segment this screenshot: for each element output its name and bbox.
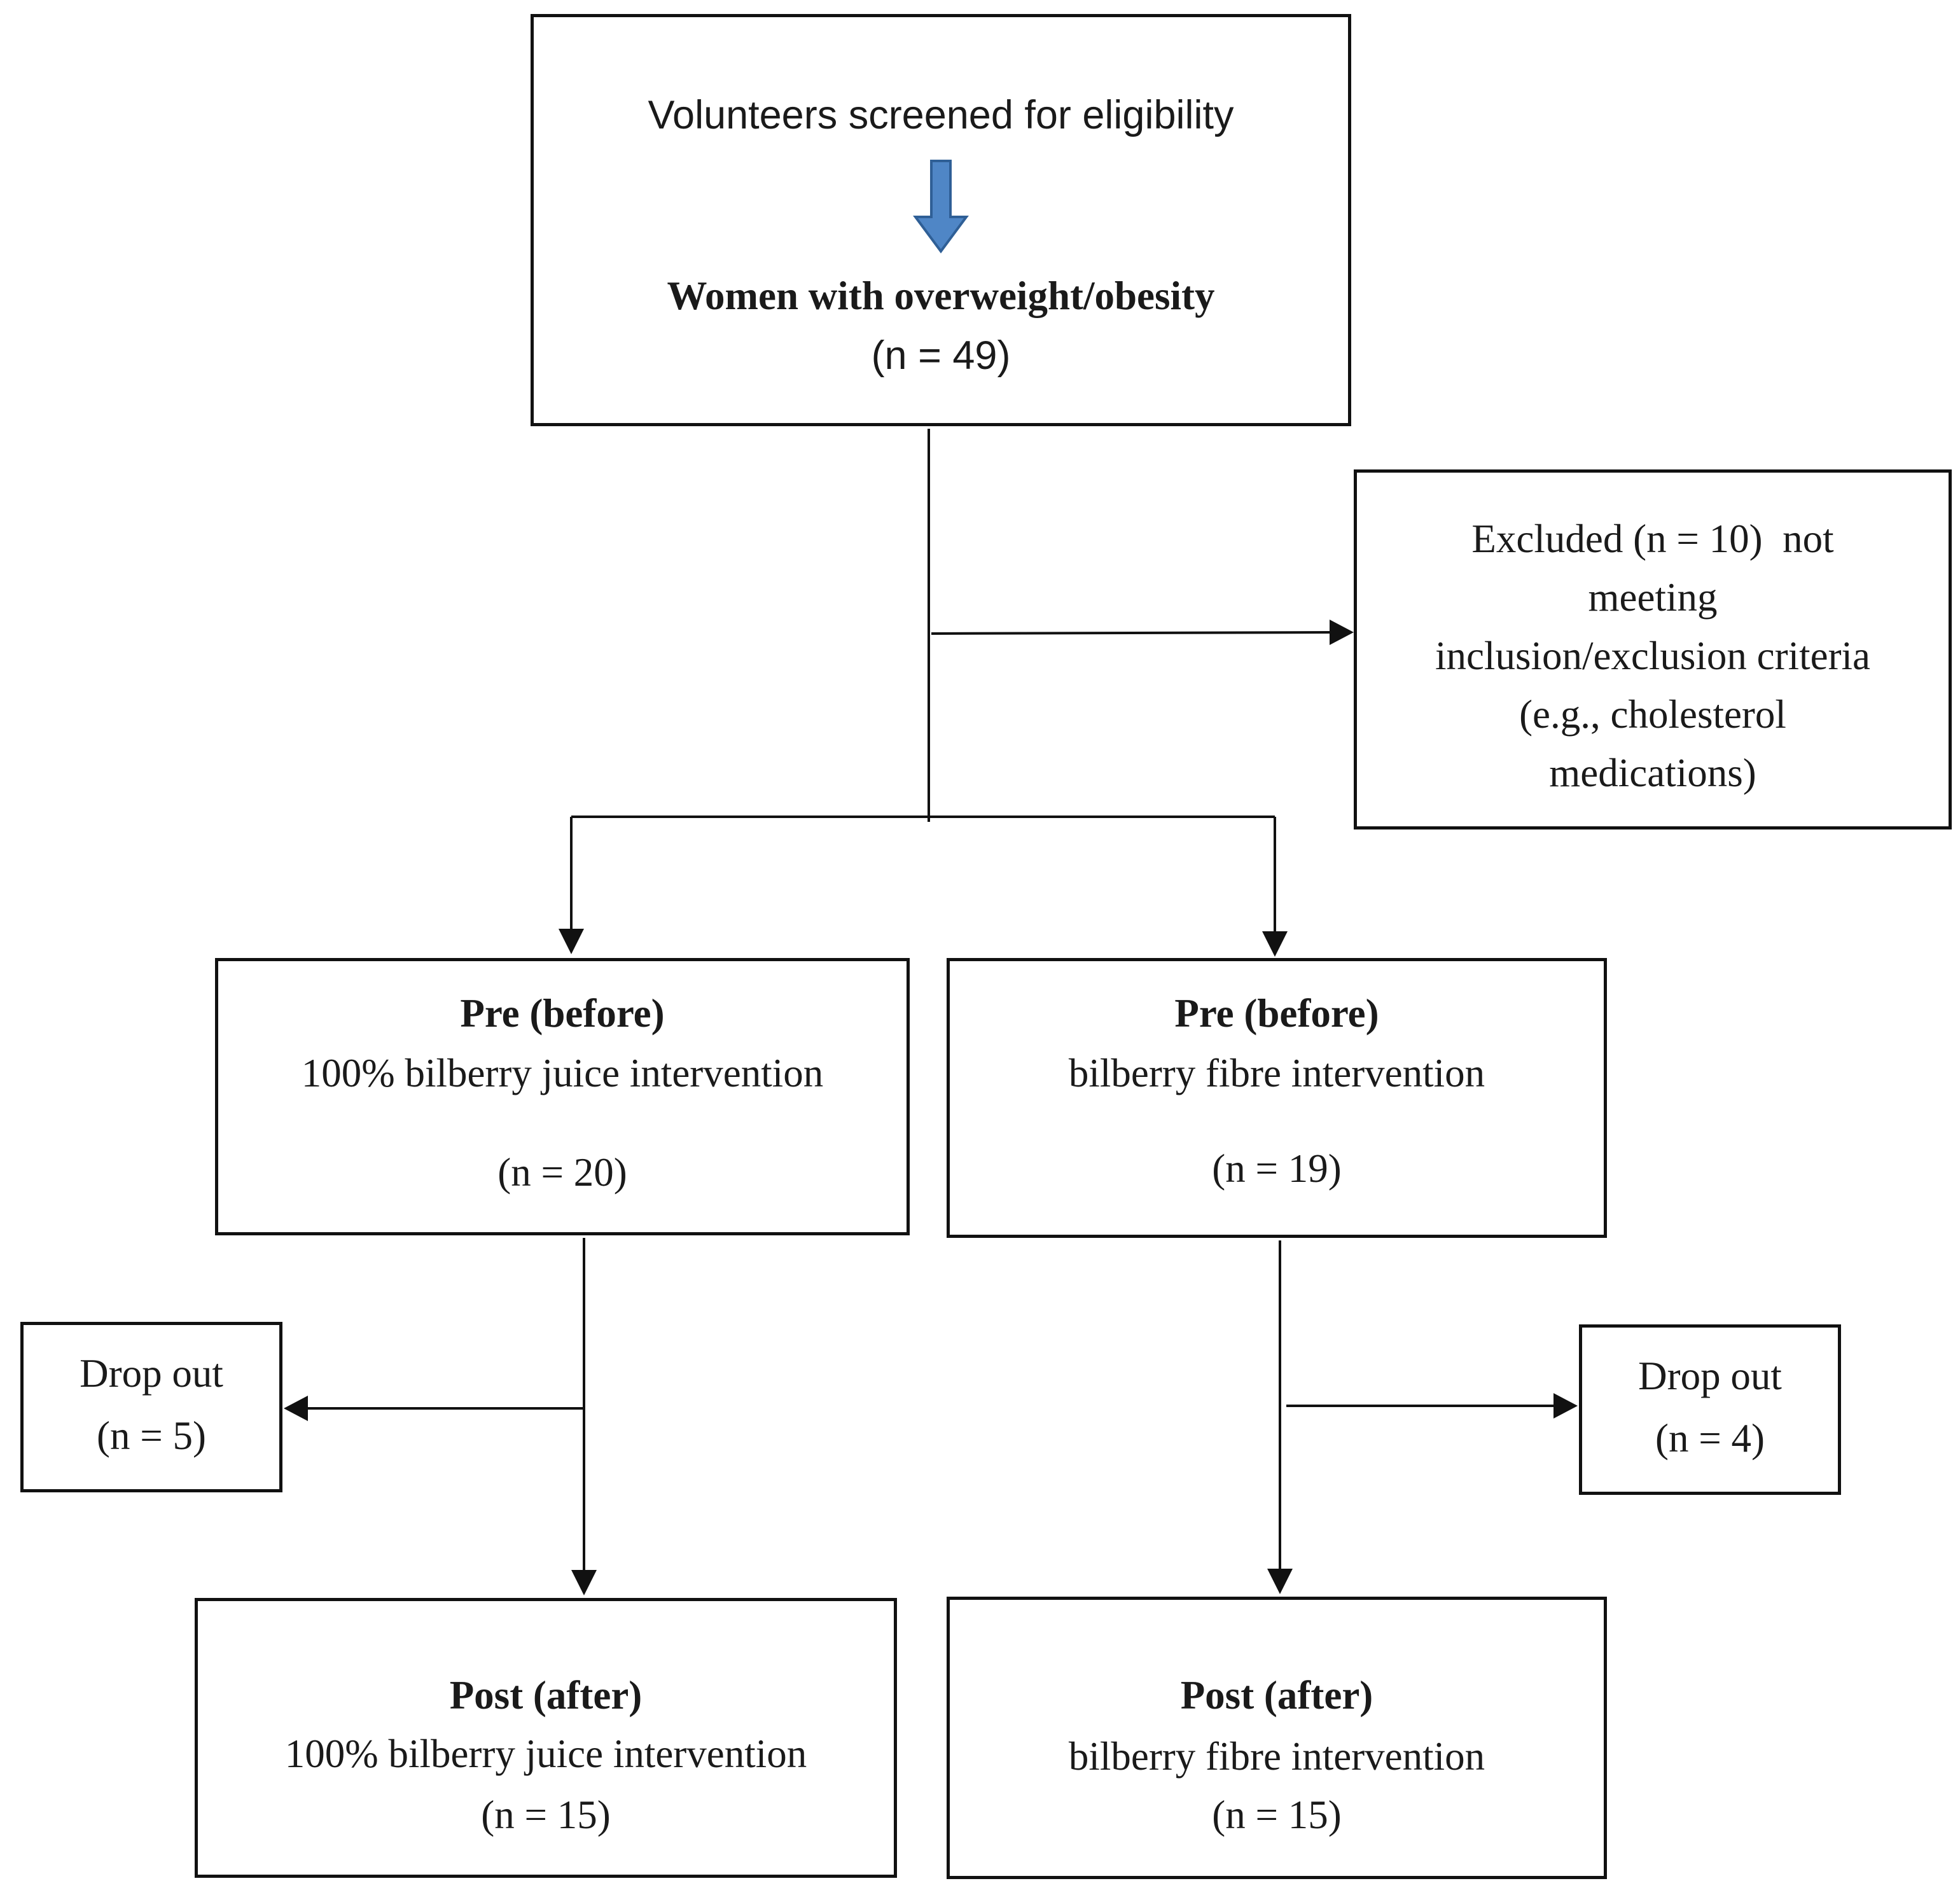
- pre-juice-subtitle: 100% bilberry juice intervention: [301, 1051, 824, 1095]
- dropout-fibre-title: Drop out: [1638, 1354, 1782, 1398]
- post-fibre-subtitle: bilberry fibre intervention: [1068, 1734, 1485, 1779]
- pre-fibre-subtitle: bilberry fibre intervention: [1068, 1051, 1485, 1095]
- pre-fibre-count: (n = 19): [1212, 1146, 1342, 1191]
- pre-juice-count: (n = 20): [497, 1150, 627, 1195]
- pre-juice-box: Pre (before) 100% bilberry juice interve…: [215, 958, 910, 1235]
- juice-dropout-arrowhead-icon: [284, 1396, 308, 1421]
- excluded-box: Excluded (n = 10) not meeting inclusion/…: [1354, 469, 1952, 829]
- excluded-text-block: Excluded (n = 10) not meeting inclusion/…: [1357, 510, 1949, 802]
- pre-fibre-arrowhead-icon: [1262, 931, 1288, 957]
- post-juice-subtitle: 100% bilberry juice intervention: [284, 1732, 807, 1776]
- excluded-text-line: inclusion/exclusion criteria: [1435, 634, 1871, 678]
- dropout-fibre-box: Drop out (n = 4): [1579, 1324, 1841, 1495]
- excluded-text-line: medications): [1549, 751, 1756, 795]
- post-fibre-box: Post (after) bilberry fibre intervention…: [947, 1597, 1607, 1879]
- excluded-text-line: (e.g., cholesterol: [1519, 692, 1786, 737]
- screening-box: Volunteers screened for eligibility Wome…: [531, 14, 1351, 426]
- dropout-juice-title: Drop out: [80, 1351, 223, 1396]
- excluded-text-line: meeting: [1588, 575, 1718, 620]
- post-juice-title: Post (after): [449, 1673, 643, 1718]
- population-label: Women with overweight/obesity: [667, 274, 1215, 318]
- screening-label: Volunteers screened for eligibility: [648, 93, 1234, 137]
- excluded-arrowhead-icon: [1330, 620, 1354, 645]
- pre-juice-arrowhead-icon: [559, 929, 584, 954]
- post-fibre-arrowhead-icon: [1267, 1569, 1293, 1594]
- dropout-juice-count: (n = 5): [97, 1413, 206, 1458]
- down-arrow-icon: [534, 158, 1348, 254]
- post-juice-box: Post (after) 100% bilberry juice interve…: [195, 1598, 897, 1878]
- excluded-text-line: Excluded (n = 10) not: [1471, 517, 1834, 561]
- dropout-fibre-count: (n = 4): [1655, 1416, 1765, 1461]
- pre-juice-title: Pre (before): [460, 991, 665, 1036]
- post-fibre-title: Post (after): [1180, 1673, 1373, 1718]
- post-juice-count: (n = 15): [481, 1793, 611, 1837]
- pre-fibre-box: Pre (before) bilberry fibre intervention…: [947, 958, 1607, 1238]
- post-fibre-count: (n = 15): [1212, 1793, 1342, 1837]
- fibre-dropout-arrowhead-icon: [1553, 1393, 1578, 1419]
- pre-fibre-title: Pre (before): [1174, 991, 1379, 1036]
- post-juice-arrowhead-icon: [571, 1570, 597, 1595]
- population-count: (n = 49): [871, 333, 1011, 378]
- dropout-juice-box: Drop out (n = 5): [20, 1322, 282, 1492]
- excluded-branch-line: [931, 631, 1335, 635]
